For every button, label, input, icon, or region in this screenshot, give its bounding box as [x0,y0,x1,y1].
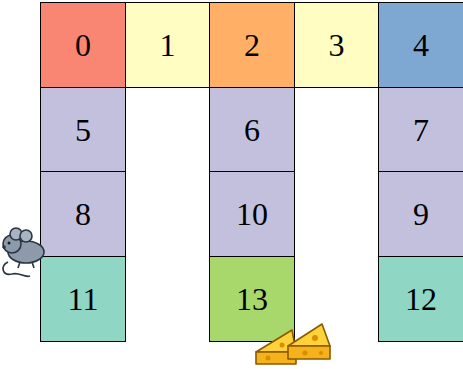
maze-cell: 0 [40,2,126,88]
maze-cell: 5 [40,87,126,173]
maze-cell: 7 [378,87,463,173]
cell-number: 10 [236,198,268,230]
maze-cell: 4 [378,2,463,88]
cell-number: 8 [75,198,91,230]
maze-cell: 2 [209,2,295,88]
cell-number: 6 [244,114,260,146]
maze-cell: 3 [294,2,380,88]
cell-number: 12 [405,283,437,315]
cell-number: 13 [236,283,268,315]
maze-cell: 9 [378,171,463,257]
maze-cell: 10 [209,171,295,257]
cell-number: 1 [160,29,176,61]
cell-number: 5 [75,114,91,146]
maze-cell: 12 [378,256,463,342]
cell-number: 7 [413,114,429,146]
maze-cell: 13 [209,256,295,342]
cell-number: 2 [244,29,260,61]
cell-number: 11 [68,283,99,315]
cell-number: 9 [413,198,429,230]
mouse-icon [2,228,44,276]
maze-cell: 8 [40,171,126,257]
cell-number: 4 [413,29,429,61]
cell-number: 0 [75,29,91,61]
maze-cell: 11 [40,256,126,342]
cell-number: 3 [329,29,345,61]
cheese-icon [256,324,330,364]
maze-cell: 1 [125,2,211,88]
maze-cell: 6 [209,87,295,173]
